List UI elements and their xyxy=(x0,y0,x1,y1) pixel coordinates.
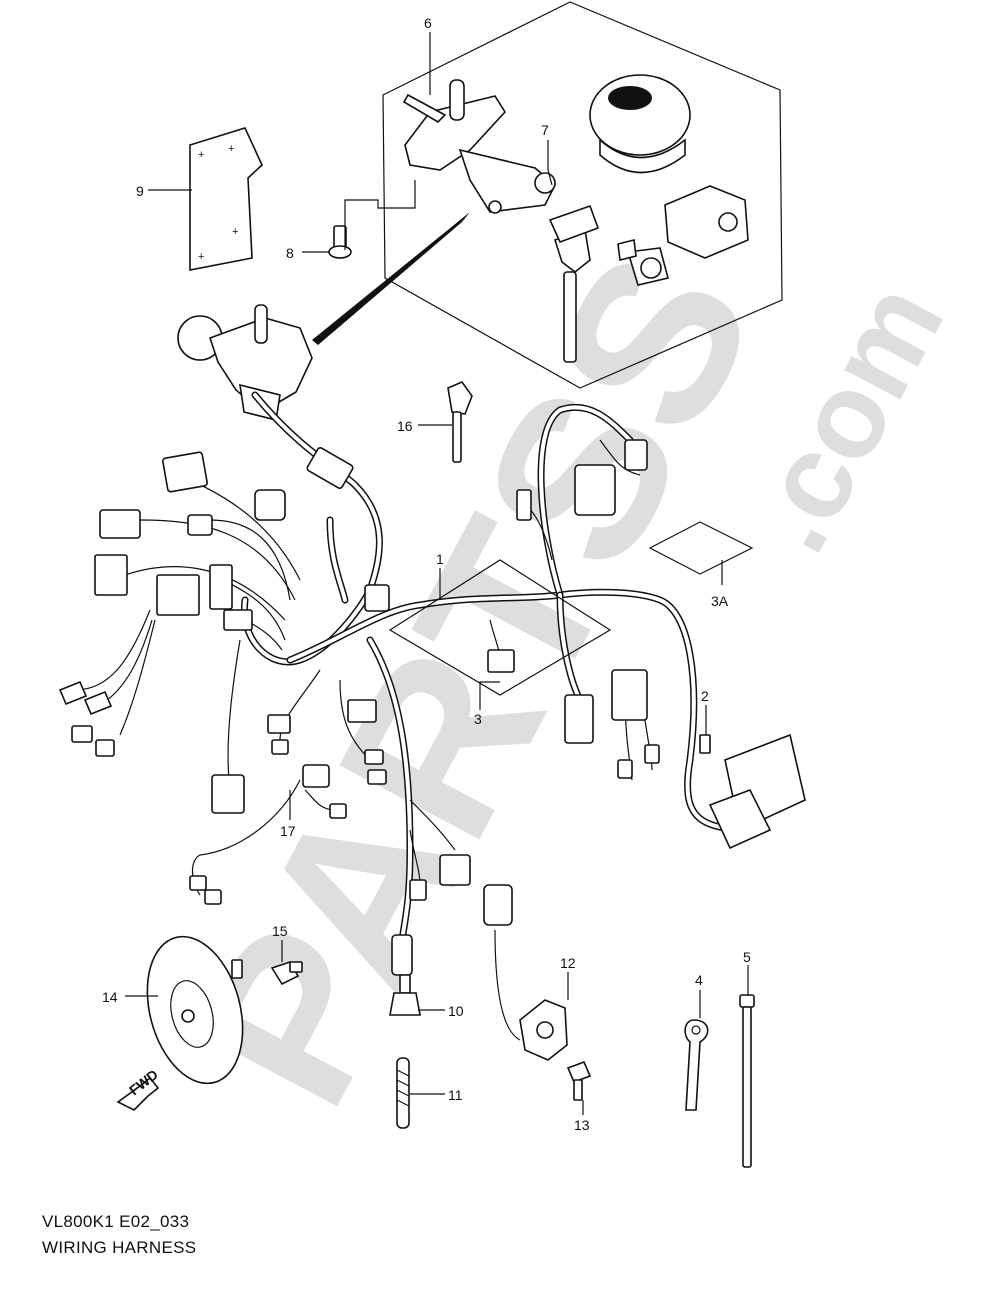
keys-icon xyxy=(548,204,600,363)
ignition-set-box xyxy=(312,1,783,389)
fwd-arrow-icon: FWD xyxy=(116,1066,161,1111)
callout-2: 2 xyxy=(701,688,709,704)
callout-6: 6 xyxy=(424,15,432,31)
connectors xyxy=(58,439,660,926)
callout-17: 17 xyxy=(280,823,296,839)
callout-9: 9 xyxy=(136,183,144,199)
callout-7: 7 xyxy=(541,122,549,138)
callout-11: 11 xyxy=(448,1087,463,1103)
svg-text:+: + xyxy=(198,149,204,161)
callout-13: 13 xyxy=(574,1117,590,1133)
leader-lines xyxy=(125,32,749,1115)
callout-3: 3 xyxy=(474,711,482,727)
ignition-set-outline xyxy=(382,1,783,389)
spring-icon xyxy=(396,1057,410,1129)
callout-15: 15 xyxy=(272,923,288,939)
svg-text:+: + xyxy=(228,143,234,155)
fuse-box-icon xyxy=(699,733,806,850)
svg-text:+: + xyxy=(232,226,238,238)
bolt-icon xyxy=(328,225,352,259)
callout-5: 5 xyxy=(743,949,751,965)
sensor-icon xyxy=(519,999,568,1061)
callout-16: 16 xyxy=(397,418,413,434)
clamp-icon xyxy=(684,1019,709,1111)
seat-lock-icon xyxy=(664,185,749,259)
callout-10: 10 xyxy=(448,1003,464,1019)
callout-12: 12 xyxy=(560,955,576,971)
spare-key-icon xyxy=(447,381,473,463)
fuel-cap-lock-icon xyxy=(589,74,691,174)
ignition-switch-harness-icon xyxy=(177,304,313,421)
sensor-screw-icon xyxy=(566,1060,592,1101)
cable-tie-icon xyxy=(739,994,755,1168)
callout-1: 1 xyxy=(436,551,444,567)
bracket-plate-icon: + + + + xyxy=(189,127,263,271)
model-code: VL800K1 E02_033 xyxy=(42,1212,190,1231)
callout-4: 4 xyxy=(695,972,703,988)
callouts: 6 7 9 8 16 1 3A 2 3 17 15 14 10 11 12 13… xyxy=(102,15,751,1133)
pointer-wedge xyxy=(312,212,470,345)
diagram-title: WIRING HARNESS xyxy=(42,1238,197,1257)
callout-3a: 3A xyxy=(711,593,729,609)
ignition-switch-assembly xyxy=(402,79,556,214)
callout-8: 8 xyxy=(286,245,294,261)
horn-icon xyxy=(146,935,244,1085)
lock-cylinder-icon xyxy=(617,239,669,286)
svg-text:+: + xyxy=(198,251,204,263)
brake-switch-icon xyxy=(389,934,421,1016)
harness-labels xyxy=(388,521,754,696)
screw-icon xyxy=(270,961,303,986)
callout-14: 14 xyxy=(102,989,118,1005)
